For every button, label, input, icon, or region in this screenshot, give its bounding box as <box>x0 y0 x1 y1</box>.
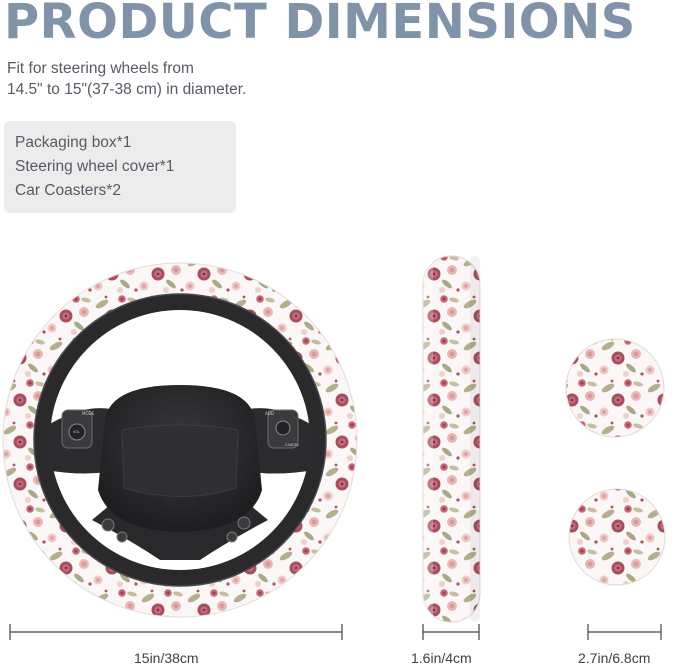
fit-description: Fit for steering wheels from 14.5" to 15… <box>7 58 347 100</box>
steering-wheel-cover-image: MODE VOL ADD CANCEL <box>2 262 358 618</box>
page-title: PRODUCT DIMENSIONS <box>4 0 636 50</box>
thickness-label: 1.6in/4cm <box>411 650 472 666</box>
package-item: Steering wheel cover*1 <box>15 158 175 175</box>
vol-button-label: VOL <box>73 430 80 434</box>
add-button-label: ADD <box>265 411 274 416</box>
package-contents-box: Packaging box*1 Steering wheel cover*1 C… <box>4 121 236 213</box>
lower-left-button-icon <box>116 531 128 543</box>
cover-side-view-image <box>422 255 481 623</box>
cancel-button-label: CANCEL <box>285 443 299 447</box>
thickness-dimension-line <box>422 624 480 640</box>
fit-description-line2: 14.5" to 15"(37-38 cm) in diameter. <box>7 81 247 98</box>
car-coaster-bottom-image <box>568 488 666 586</box>
package-item: Car Coasters*2 <box>15 182 121 199</box>
right-control-buttons: ADD CANCEL <box>265 409 299 449</box>
lower-right-button-icon <box>226 531 238 543</box>
left-control-buttons: MODE VOL <box>61 409 95 449</box>
car-coaster-top-image <box>565 338 665 438</box>
mode-button-label: MODE <box>82 411 95 416</box>
lower-right-button-icon <box>237 516 251 530</box>
lower-left-button-icon <box>101 518 115 532</box>
fit-description-line1: Fit for steering wheels from <box>7 60 194 77</box>
wheel-width-label: 15in/38cm <box>134 650 199 666</box>
package-item: Packaging box*1 <box>15 134 132 151</box>
wheel-width-dimension-line <box>9 624 343 640</box>
coaster-width-label: 2.7in/6.8cm <box>578 650 651 666</box>
coaster-width-dimension-line <box>587 624 662 640</box>
